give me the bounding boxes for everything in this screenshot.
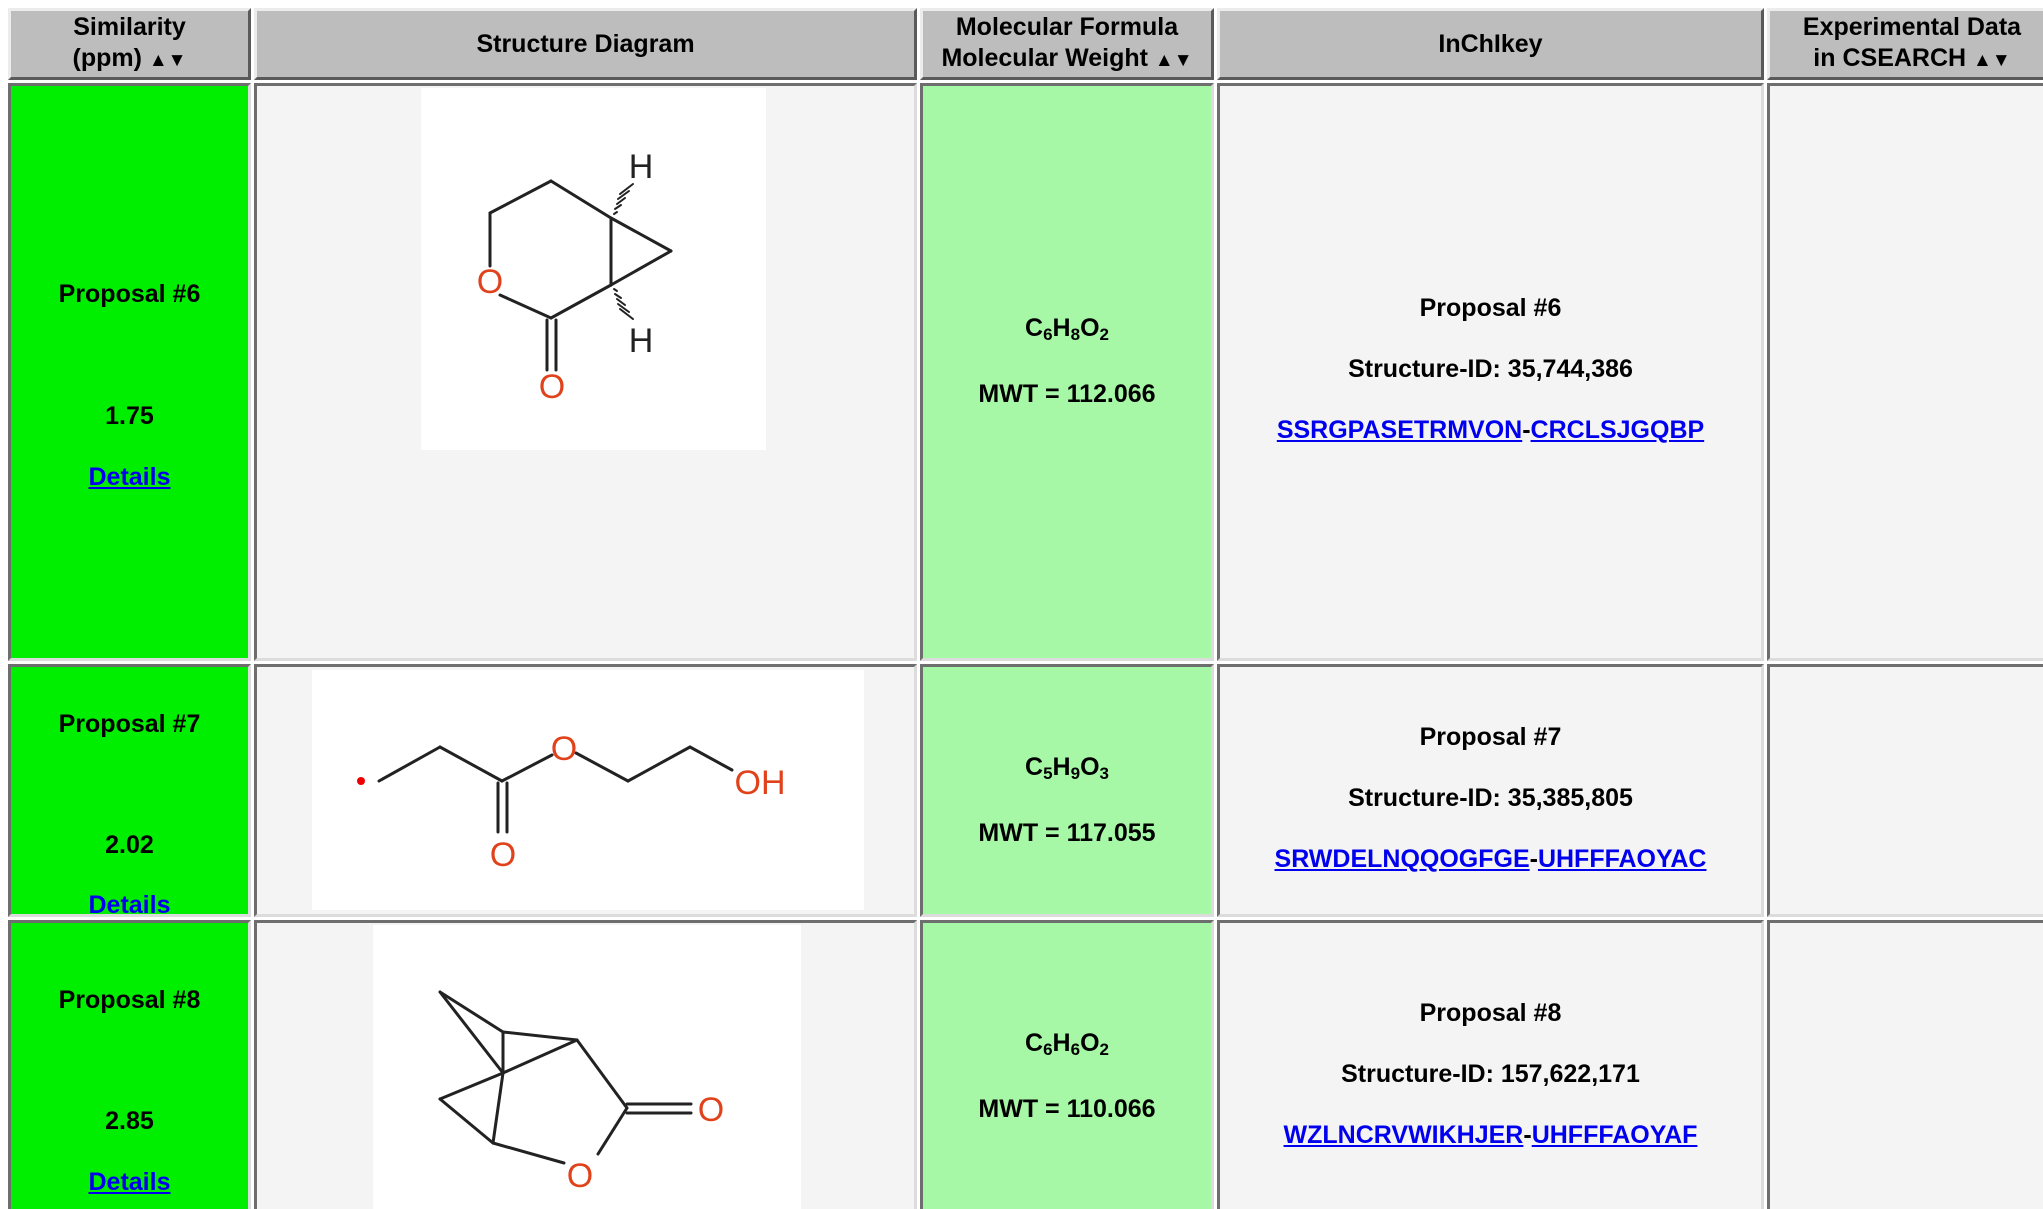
header-formula-line1: Molecular Formula (955, 13, 1179, 41)
header-formula[interactable]: Molecular Formula Molecular Weight ▲▼ (920, 8, 1214, 80)
atom-label: O (477, 263, 503, 301)
molecule-tricyclic-lactone: O O (438, 990, 724, 1195)
molecular-weight: MWT = 117.055 (978, 819, 1156, 847)
header-structure-diagram: Structure Diagram (254, 8, 917, 80)
structure-diagram-cell: O O OH (254, 664, 917, 917)
header-inchikey: InChIkey (1217, 8, 1764, 80)
inchikey-link-second[interactable]: UHFFFAOYAF (1531, 1121, 1698, 1149)
molecule-hydroxyethyl-propanoate: O O OH (357, 730, 786, 874)
structure-id: Structure-ID: 157,622,171 (1341, 1060, 1640, 1088)
molecular-formula: C6H8O2 (1025, 314, 1109, 344)
structure-id: Structure-ID: 35,385,805 (1348, 784, 1633, 812)
formula-cell: C6H6O2 MWT = 110.066 (920, 920, 1214, 1209)
header-experimental-line1: Experimental Data (1802, 13, 2022, 41)
experimental-cell (1767, 920, 2043, 1209)
inchikey-link-second[interactable]: UHFFFAOYAC (1537, 845, 1707, 873)
proposal-label: Proposal #6 (58, 280, 201, 308)
formula-cell: C5H9O3 MWT = 117.055 (920, 664, 1214, 917)
proposal-label: Proposal #7 (58, 710, 201, 738)
header-similarity-line1: Similarity (73, 13, 186, 41)
inchikey-link-second[interactable]: CRCLSJGQBP (1530, 416, 1705, 444)
sort-experimental-icon[interactable]: ▲▼ (1973, 50, 2011, 71)
inchikey-value: SRWDELNQQOGFGE-UHFFFAOYAC (1274, 845, 1707, 873)
header-formula-line2: Molecular Weight (941, 44, 1148, 72)
header-similarity[interactable]: Similarity (ppm) ▲▼ (8, 8, 251, 80)
structure-image: O O (373, 925, 801, 1209)
similarity-score: 2.85 (105, 1107, 154, 1135)
proposal-label: Proposal #8 (58, 986, 201, 1014)
table-row-similarity: Proposal #6 1.75 Details (8, 83, 251, 661)
inchikey-link-first[interactable]: SSRGPASETRMVON (1276, 416, 1523, 444)
formula-cell: C6H8O2 MWT = 112.066 (920, 83, 1214, 661)
header-experimental[interactable]: Experimental Data in CSEARCH ▲▼ (1767, 8, 2043, 80)
table-row-similarity: Proposal #8 2.85 Details (8, 920, 251, 1209)
inchikey-value: WZLNCRVWIKHJER-UHFFFAOYAF (1283, 1121, 1698, 1149)
inchi-proposal-label: Proposal #6 (1419, 294, 1562, 322)
inchikey-cell: Proposal #7 Structure-ID: 35,385,805 SRW… (1217, 664, 1764, 917)
radical-dot-icon (357, 777, 365, 785)
molecular-weight: MWT = 112.066 (978, 380, 1156, 408)
inchi-proposal-label: Proposal #8 (1419, 999, 1562, 1027)
header-similarity-line2: (ppm) (72, 44, 142, 72)
experimental-cell (1767, 83, 2043, 661)
inchi-proposal-label: Proposal #7 (1419, 723, 1562, 751)
molecular-weight: MWT = 110.066 (978, 1095, 1156, 1123)
details-link[interactable]: Details (88, 463, 171, 491)
header-structure-label: Structure Diagram (476, 29, 695, 58)
header-inchikey-label: InChIkey (1438, 29, 1543, 58)
details-link[interactable]: Details (88, 891, 171, 917)
inchikey-link-first[interactable]: SRWDELNQQOGFGE (1274, 845, 1530, 873)
sort-formula-icon[interactable]: ▲▼ (1154, 50, 1193, 71)
inchikey-cell: Proposal #8 Structure-ID: 157,622,171 WZ… (1217, 920, 1764, 1209)
molecule-bicyclic-lactone: O O H H (477, 148, 673, 406)
header-experimental-line2: in CSEARCH (1813, 44, 1967, 72)
atom-label: O (551, 730, 577, 768)
atom-label: O (567, 1157, 593, 1195)
details-link[interactable]: Details (88, 1168, 171, 1196)
atom-label: O (490, 836, 516, 874)
molecular-formula: C5H9O3 (1025, 753, 1109, 783)
inchikey-value: SSRGPASETRMVON-CRCLSJGQBP (1276, 416, 1705, 444)
atom-label: H (629, 322, 654, 360)
molecular-formula: C6H6O2 (1025, 1029, 1109, 1059)
structure-image: O O OH (312, 670, 864, 910)
experimental-cell (1767, 664, 2043, 917)
sort-similarity-icon[interactable]: ▲▼ (148, 50, 187, 71)
atom-label: OH (735, 764, 786, 802)
table-row-similarity: Proposal #7 2.02 Details (8, 664, 251, 917)
atom-label: O (539, 368, 565, 406)
atom-label: O (698, 1091, 724, 1129)
structure-image: O O H H (421, 88, 766, 450)
structure-id: Structure-ID: 35,744,386 (1348, 355, 1633, 383)
structure-diagram-cell: O O (254, 920, 917, 1209)
results-table: Similarity (ppm) ▲▼ Structure Diagram Mo… (8, 8, 2043, 1209)
similarity-score: 2.02 (105, 831, 154, 859)
inchikey-cell: Proposal #6 Structure-ID: 35,744,386 SSR… (1217, 83, 1764, 661)
inchikey-link-first[interactable]: WZLNCRVWIKHJER (1283, 1121, 1524, 1149)
similarity-score: 1.75 (105, 402, 154, 430)
atom-label: H (629, 148, 654, 186)
structure-diagram-cell: O O H H (254, 83, 917, 661)
